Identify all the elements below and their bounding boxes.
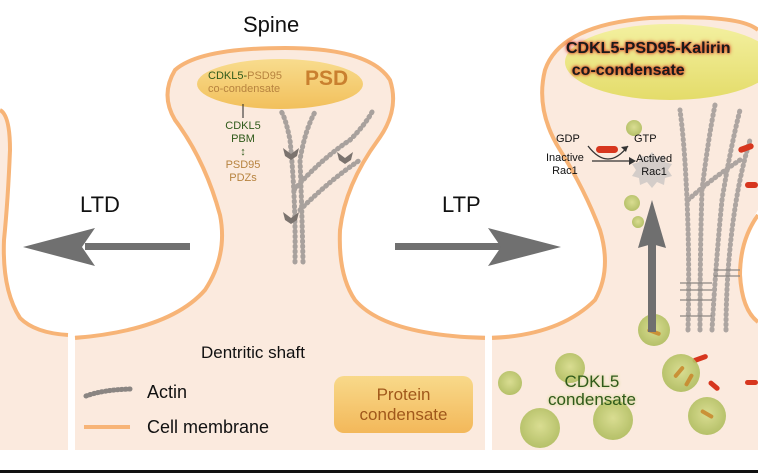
actin-crosslinks (680, 269, 740, 317)
arp-complexes (283, 148, 353, 224)
legend-condensate-swatch (334, 376, 473, 433)
ltp-panel (491, 15, 758, 450)
ltd-membrane (0, 108, 69, 337)
baseline-membrane (74, 45, 486, 340)
legend-membrane-swatch (84, 425, 130, 429)
psd-label: PSD (305, 67, 349, 90)
legend-condensate-line2: condensate (359, 405, 448, 424)
baseline-panel (74, 45, 486, 450)
actived-text: Actived (636, 153, 673, 165)
ltp-label: LTP (442, 192, 481, 217)
ltd-panel (0, 108, 69, 450)
psd-condensate (197, 59, 363, 109)
pdzs-label: PDZs (229, 172, 257, 184)
cdkl5-condensate-line2: condensate (548, 390, 636, 409)
legend-condensate-label: Protein condensate (334, 385, 473, 425)
legend-actin-swatch (83, 386, 133, 399)
kalirin-cocondensate-line2: co-condensate (571, 62, 685, 79)
ltp-membrane (491, 15, 758, 340)
inactive-rac1-label: Inactive Rac1 (546, 152, 584, 178)
interaction-label: CDKL5 PBM ↕ PSD95 PDZs (223, 120, 263, 185)
ltd-spine-body (0, 110, 68, 335)
gdp-label: GDP (556, 133, 580, 145)
ltd-arrow (23, 228, 190, 266)
cdkl5-condensate-line1: CDKL5 (564, 372, 620, 391)
gtp-label: GTP (634, 133, 657, 145)
cdkl5-condensate-label: CDKL5 condensate (548, 373, 636, 409)
activation-arrowhead (629, 157, 636, 165)
cdkl5-psd95-cocondensate-label: CDKL5-PSD95 co-condensate (208, 70, 282, 96)
kalirin-cocondensate-label: CDKL5-PSD95-Kalirin co-condensate (566, 38, 730, 82)
spine-title: Spine (243, 12, 300, 37)
ltd-shaft-bg (0, 335, 68, 450)
ltd-label: LTD (80, 192, 120, 217)
kalirin-cocondensate-line1: CDKL5-PSD95-Kalirin (566, 40, 731, 57)
kalirin-molecules (596, 143, 758, 391)
pbm-label: PBM (231, 133, 255, 145)
ltp-arrow (395, 228, 561, 266)
rac1-text: Rac1 (552, 165, 578, 177)
dendritic-shaft-label: Dentritic shaft (201, 343, 305, 362)
ltp-neighbor-membrane (737, 213, 758, 324)
legend-membrane-label: Cell membrane (147, 417, 270, 437)
legend-condensate-line1: Protein (376, 385, 431, 404)
inactive-text: Inactive (546, 152, 584, 164)
transport-arrow-shaft (648, 240, 656, 332)
activated-rac1-burst (632, 152, 672, 188)
legend-actin-label: Actin (147, 382, 188, 402)
psd95-text: PSD95 (247, 70, 282, 82)
rac1-active-text: Rac1 (641, 166, 667, 178)
binding-arrow-icon: ↕ (240, 146, 246, 158)
cdkl5-label: CDKL5 (225, 120, 261, 132)
transport-arrow-head (638, 200, 666, 248)
cdkl5-text: CDKL5- (208, 70, 248, 82)
psd95-label: PSD95 (225, 159, 261, 171)
kalirin-cocondensate (565, 24, 758, 100)
cocondensate-text: co-condensate (208, 83, 281, 95)
bottom-border (0, 470, 758, 473)
activated-rac1-label: Actived Rac1 (636, 153, 672, 179)
actin-filaments-baseline (277, 107, 375, 265)
gtp-arrowhead (621, 146, 628, 152)
